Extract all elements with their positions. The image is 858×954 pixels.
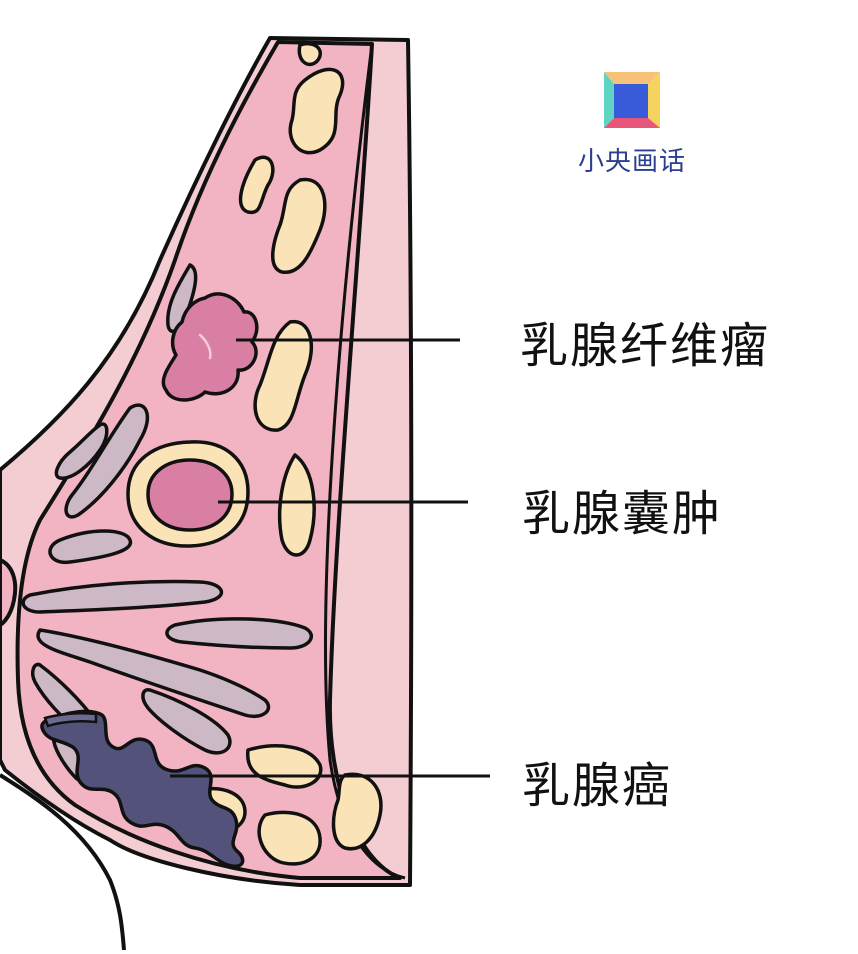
cancer-shadow-strip xyxy=(43,711,98,728)
body-contour-lower xyxy=(0,773,126,951)
milk-duct xyxy=(141,688,232,755)
milk-duct xyxy=(21,579,224,614)
label-cyst: 乳腺囊肿 xyxy=(522,486,723,542)
breast-cancer-mass xyxy=(40,709,245,868)
milk-duct xyxy=(64,403,150,519)
fat-lobule xyxy=(297,42,322,67)
label-fibroadenoma: 乳腺纤维瘤 xyxy=(520,318,771,374)
milk-duct xyxy=(48,529,132,564)
milk-duct xyxy=(36,628,271,718)
cyst-fluid xyxy=(146,458,234,532)
fat-lobule xyxy=(271,177,327,274)
milk-duct xyxy=(54,422,109,480)
brand-logo-icon xyxy=(604,72,660,128)
fat-lobule xyxy=(331,772,383,851)
fat-lobule xyxy=(288,67,345,155)
fat-lobule xyxy=(277,453,316,557)
milk-ducts xyxy=(21,263,313,784)
fibroadenoma-highlight xyxy=(198,333,212,360)
fat-lobule xyxy=(238,155,275,215)
fat-lobule xyxy=(257,810,322,866)
nipple-outline xyxy=(0,557,18,628)
milk-duct xyxy=(165,617,313,650)
brand-name: 小央画话 xyxy=(577,147,686,177)
fat-lobule xyxy=(253,319,314,432)
label-cancer: 乳腺癌 xyxy=(522,758,673,814)
